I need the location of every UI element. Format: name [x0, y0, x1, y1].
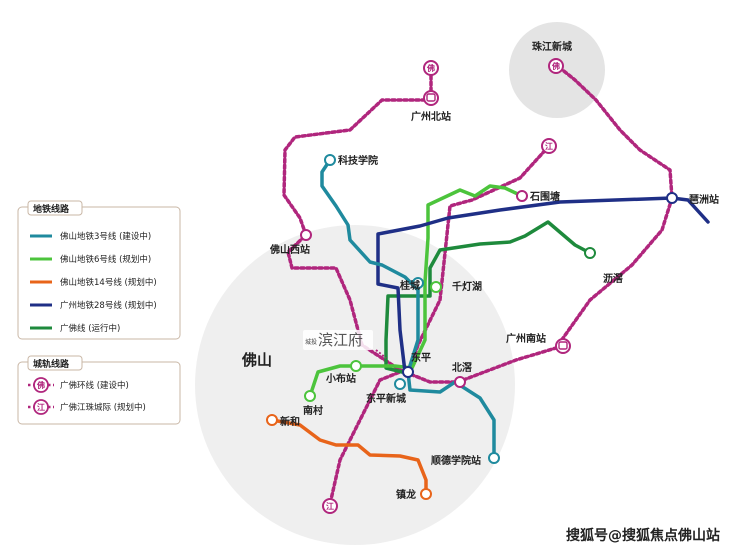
legend-guangfo-loop: 广佛环线 (建设中) [60, 380, 129, 391]
legend-rail-title: 城轨线路 [33, 358, 70, 370]
jiang-endpoint-bottom: 江 [322, 498, 338, 514]
station-dongping-newtown: 东平新城 [366, 392, 406, 405]
fo-glyph-icon: 佛 [426, 63, 435, 73]
legend-jiang-glyph-icon: 江 [37, 402, 45, 412]
loop-endpoint-top: 佛 [423, 60, 439, 76]
station-keji-xueyuan: 科技学院 [338, 154, 378, 167]
station-shunde-xueyuan: 顺德学院站 [431, 454, 481, 467]
jiang-glyph-icon: 江 [326, 501, 334, 511]
station-guangzhou-south: 广州南站 [506, 332, 546, 345]
legend-metro-28: 广州地铁28号线 (规划中) [60, 300, 157, 311]
station-nancun: 南村 [303, 404, 323, 417]
legend-metro-3: 佛山地铁3号线 (建设中) [60, 231, 151, 242]
metro-6-line [308, 184, 524, 398]
legend-guangfo-jiangzhu: 广佛江珠城际 (规划中) [60, 402, 146, 413]
station-beijiao: 北滘 [452, 361, 472, 374]
legend-rail: 城轨线路 佛 广佛环线 (建设中) 江 广佛江珠城际 (规划中) [17, 355, 181, 425]
legend-fo-glyph-icon: 佛 [36, 380, 45, 390]
project-marker: 城投 滨江府 [303, 330, 387, 359]
station-guangzhou-north: 广州北站 [411, 110, 451, 123]
guangzhou-north-train-icon [423, 90, 439, 106]
station-qiandenghu: 千灯湖 [452, 280, 482, 293]
legend-metro-6: 佛山地铁6号线 (规划中) [60, 254, 151, 265]
legend-metro-title: 地铁线路 [33, 203, 70, 215]
guangzhou-south-train-icon [555, 338, 571, 354]
station-dongping: 东平 [411, 351, 431, 364]
loop-endpoint-zhujiang: 佛 [548, 58, 564, 74]
station-xiaobuzhan: 小布站 [325, 372, 356, 385]
jiang-endpoint-top: 江 [541, 138, 557, 154]
station-pazhou: 琶洲站 [689, 193, 719, 206]
fo-glyph-icon: 佛 [551, 61, 560, 71]
station-zhenlong: 镇龙 [396, 488, 416, 501]
legend-guangfo: 广佛线 (运行中) [60, 323, 120, 334]
station-lichong: 沥滘 [603, 272, 623, 285]
guangfo-line [384, 220, 592, 374]
legend-metro-14: 佛山地铁14号线 (规划中) [60, 277, 157, 288]
foshan-region-label: 佛山 [241, 351, 272, 369]
station-xinhe: 新和 [280, 415, 300, 428]
station-markers [266, 154, 678, 500]
station-guicheng: 桂城 [399, 279, 420, 292]
station-foshan-west: 佛山西站 [269, 243, 310, 256]
svg-text:城投: 城投 [305, 338, 317, 346]
metro-14-line [270, 418, 428, 496]
foshan-region-circle [195, 225, 515, 545]
station-shiweitang: 石围塘 [529, 190, 560, 203]
legend-metro: 地铁线路 佛山地铁3号线 (建设中) 佛山地铁6号线 (规划中) 佛山地铁14号… [17, 200, 181, 340]
jiang-glyph-icon: 江 [545, 141, 553, 151]
watermark-text: 搜狐号@搜狐焦点佛山站 [566, 527, 720, 544]
project-label: 滨江府 [318, 331, 363, 349]
zhujiang-newtown-label: 珠江新城 [532, 40, 572, 53]
